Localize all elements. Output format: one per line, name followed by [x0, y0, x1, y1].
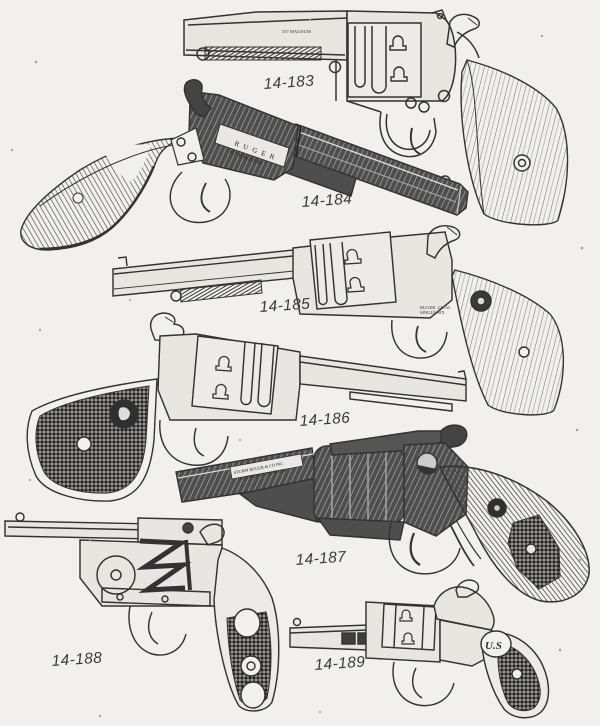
- svg-text:14-189: 14-189: [314, 653, 366, 673]
- svg-text:RUGER .22CAL: RUGER .22CAL: [420, 305, 451, 310]
- svg-text:14-185: 14-185: [259, 295, 311, 315]
- svg-text:14-186: 14-186: [299, 409, 351, 429]
- svg-text:14-183: 14-183: [263, 72, 315, 92]
- svg-text:14-184: 14-184: [301, 190, 353, 210]
- svg-text:U.S: U.S: [485, 640, 502, 652]
- svg-text:SINGLE-SIX: SINGLE-SIX: [420, 310, 445, 315]
- svg-text:14-188: 14-188: [51, 649, 103, 669]
- svg-text:14-187: 14-187: [295, 548, 348, 569]
- svg-text:357 MAGNUM: 357 MAGNUM: [282, 29, 311, 34]
